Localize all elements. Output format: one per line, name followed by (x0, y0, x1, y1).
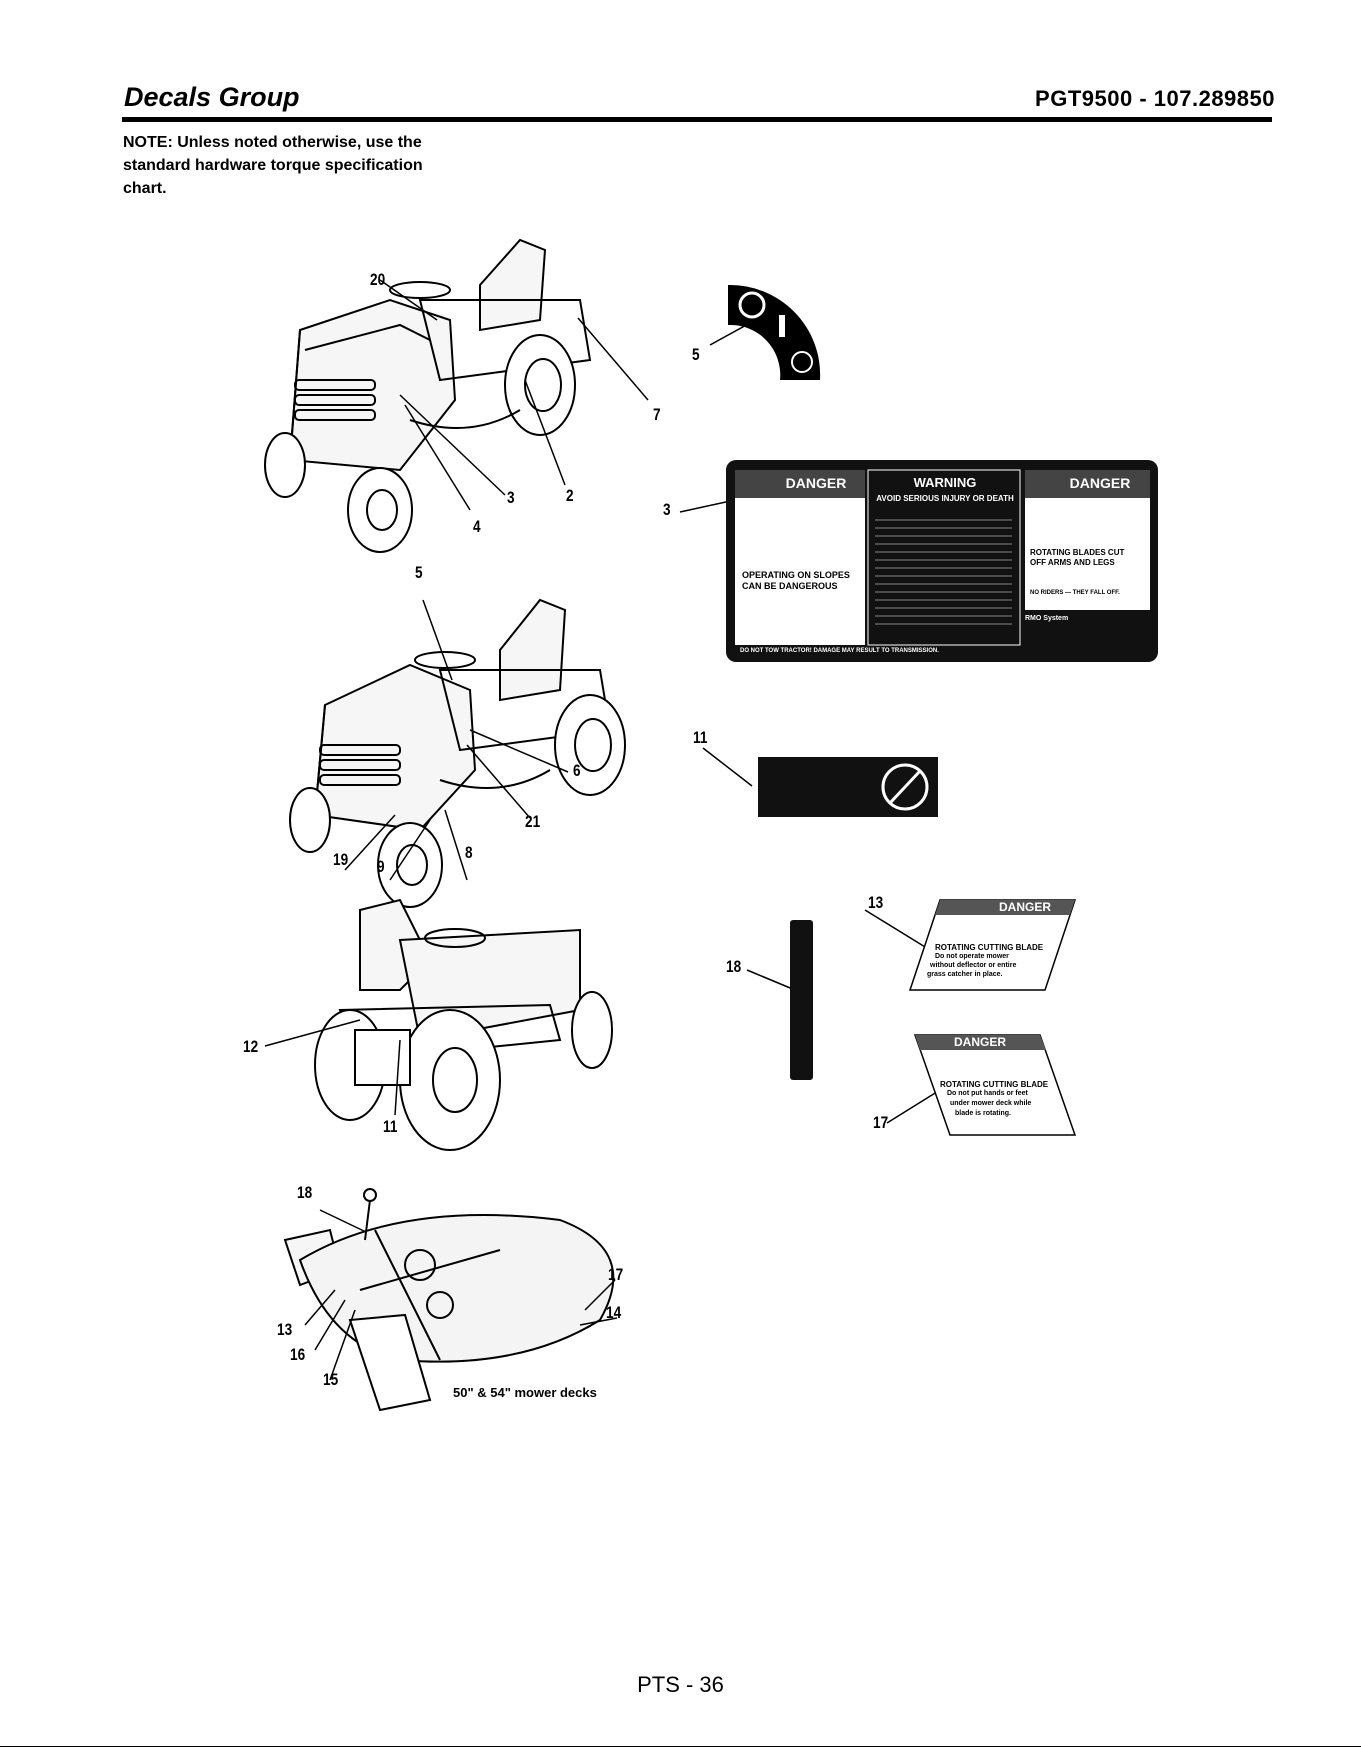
speed-1: 1 (777, 1030, 785, 1042)
callout-8: 8 (465, 843, 473, 862)
callout-3: 3 (507, 488, 515, 507)
slopes-text-2: CAN BE DANGEROUS (742, 581, 838, 591)
danger17-line3: under mower deck while (950, 1100, 1032, 1107)
callout-7: 7 (653, 405, 661, 424)
page-number: PTS - 36 (637, 1672, 724, 1697)
bottom-rule (0, 1746, 1361, 1747)
callout-19: 19 (333, 850, 349, 869)
speed-2: 2 (777, 995, 785, 1007)
speed-3: 3 (777, 958, 785, 970)
danger-decal-13 (908, 899, 1077, 991)
callout-18-decal: 18 (726, 957, 742, 976)
slopes-text-1: OPERATING ON SLOPES (742, 570, 850, 580)
callout-11: 11 (383, 1117, 398, 1136)
warning-subtitle: AVOID SERIOUS INJURY OR DEATH (876, 494, 1014, 503)
speed-lo: LO (775, 1062, 791, 1074)
ignition-decal (728, 284, 821, 380)
danger17-line4: blade is rotating. (955, 1110, 1012, 1117)
callout-3-decal: 3 (663, 500, 671, 519)
tractor-rear-view (264, 898, 613, 1151)
danger-decal-17 (913, 1034, 1077, 1136)
tow-warning-strip: DO NOT TOW TRACTOR! DAMAGE MAY RESULT TO… (740, 648, 939, 654)
callout-14: 14 (606, 1303, 622, 1322)
callout-16: 16 (290, 1345, 306, 1364)
callout-13: 13 (277, 1320, 293, 1339)
mower-deck-caption: 50" & 54" mower decks (453, 1385, 597, 1400)
no-riders-text: NO RIDERS — THEY FALL OFF. (1030, 590, 1120, 596)
callout-17: 17 (608, 1265, 624, 1284)
blades-text-2: OFF ARMS AND LEGS (1030, 558, 1115, 567)
danger-right-label: DANGER (1069, 475, 1131, 491)
callout-11-decal: 11 (693, 728, 708, 747)
danger17-line1: ROTATING CUTTING BLADE (940, 1080, 1049, 1089)
danger13-line2: Do not operate mower (935, 953, 1009, 960)
callout-18: 18 (297, 1183, 313, 1202)
page-title: Decals Group (124, 82, 300, 112)
callout-12: 12 (243, 1037, 259, 1056)
warning-label: WARNING (913, 475, 977, 490)
danger17-line2: Do not put hands or feet (947, 1090, 1028, 1097)
rmo-system-text: RMO System (1025, 615, 1069, 622)
danger-left-label: DANGER (785, 475, 847, 491)
callout-9: 9 (377, 857, 385, 876)
speed-decal (790, 920, 813, 1080)
danger13-line4: grass catcher in place. (927, 971, 1003, 978)
danger17-header: DANGER (953, 1035, 1006, 1049)
tractor-front-view-1 (264, 238, 649, 553)
callout-17-decal: 17 (873, 1113, 889, 1132)
speed-hi: HI (775, 924, 787, 936)
callout-6: 6 (573, 761, 581, 780)
danger13-header: DANGER (998, 900, 1051, 914)
callout-2: 2 (566, 486, 574, 505)
decal-11 (758, 757, 938, 817)
callout-5: 5 (415, 563, 423, 582)
header-rule (122, 117, 1272, 122)
danger13-line1: ROTATING CUTTING BLADE (935, 943, 1044, 952)
torque-note: NOTE: Unless noted otherwise, use the st… (123, 134, 423, 197)
callout-4: 4 (473, 517, 481, 536)
callout-15: 15 (323, 1370, 339, 1389)
callout-20: 20 (370, 270, 386, 289)
callout-21: 21 (525, 812, 541, 831)
tractor-front-view-2 (289, 598, 626, 908)
blades-text-1: ROTATING BLADES CUT (1030, 548, 1125, 557)
mower-deck (283, 1188, 618, 1412)
large-danger-warning-decal (726, 460, 1158, 662)
model-number: PGT9500 - 107.289850 (1035, 86, 1275, 111)
callout-13-decal: 13 (868, 893, 884, 912)
callout-5-decal: 5 (692, 345, 700, 364)
danger13-line3: without deflector or entire (930, 962, 1017, 969)
